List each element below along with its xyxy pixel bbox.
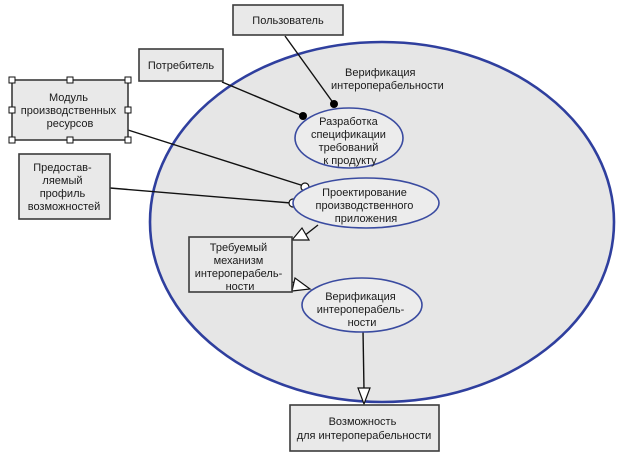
box-capability-label: Возможность для интероперабельности	[297, 416, 432, 442]
connector-design-mechanism-arrow	[290, 226, 311, 241]
box-mechanism[interactable]	[188, 236, 293, 293]
connector-consumer-spec	[221, 81, 304, 117]
connector-user-spec	[284, 35, 335, 105]
box-user-label: Пользователь	[252, 15, 324, 27]
box-mechanism-label: Требуемый механизм интероперабель- ности	[195, 242, 286, 293]
box-user[interactable]	[232, 4, 344, 36]
box-consumer[interactable]	[138, 48, 224, 82]
usecase-design-label: Проектирование производственного приложе…	[316, 187, 417, 225]
usecase-spec-label: Разработка спецификации требований к про…	[311, 116, 389, 167]
system-boundary-label: Верификация интероперабельности	[331, 67, 444, 92]
usecase-design[interactable]	[292, 177, 440, 229]
connector-profile-design	[109, 187, 292, 204]
selection-handles[interactable]	[8, 76, 132, 144]
box-profile[interactable]	[18, 153, 111, 220]
connector-verify-capability-arrow	[357, 387, 371, 406]
connector-design-mechanism	[303, 224, 319, 237]
box-profile-label: Предостав- ляемый профиль возможностей	[28, 162, 101, 213]
connector-consumer-spec-end	[299, 112, 307, 120]
usecase-spec[interactable]	[294, 107, 404, 169]
connector-mechanism-verify-arrow	[291, 276, 312, 292]
connector-user-spec-end	[330, 100, 338, 108]
connector-module-design	[127, 129, 305, 187]
box-module-label: Модуль производственных ресурсов	[21, 92, 119, 130]
box-module[interactable]	[11, 79, 129, 141]
box-capability[interactable]	[289, 404, 440, 452]
box-consumer-label: Потребитель	[148, 60, 214, 72]
usecase-verify-label: Верификация интероперабель- ности	[317, 291, 408, 329]
connector-verify-capability	[362, 329, 365, 391]
usecase-verify[interactable]	[301, 277, 423, 333]
